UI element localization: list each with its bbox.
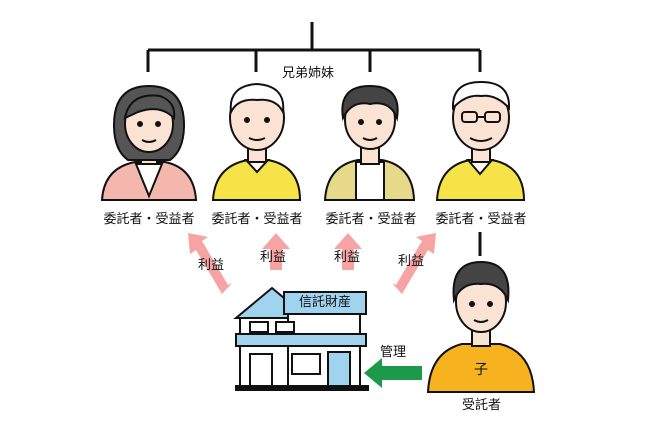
management-arrow [364, 358, 422, 388]
benefit-label-4: 利益 [398, 254, 425, 269]
benefit-label-2: 利益 [260, 250, 287, 265]
trust-property-title: 信託財産 [298, 295, 351, 310]
benefit-label-1: 利益 [198, 258, 225, 273]
management-label: 管理 [380, 345, 407, 360]
man-khaki-icon [323, 84, 416, 201]
young-man-orange-icon [426, 260, 536, 393]
sibling-tree-lines [146, 22, 482, 256]
house-icon [233, 286, 369, 391]
trustee-badge: 子 [474, 362, 488, 378]
benefit-arrow-3 [334, 233, 362, 270]
benefit-arrow-2 [262, 233, 290, 270]
settlor-caption-4: 委託者・受益者 [435, 212, 527, 227]
benefit-label-3: 利益 [334, 250, 361, 265]
benefit-arrow-1 [188, 233, 232, 294]
settlor-caption-2: 委託者・受益者 [211, 212, 303, 227]
woman-pink-icon [100, 84, 198, 201]
benefit-arrows [188, 233, 436, 294]
trustee-caption: 受託者 [462, 398, 502, 413]
old-man-glasses-icon [435, 80, 526, 201]
benefit-arrow-4 [392, 233, 436, 294]
settlor-caption-1: 委託者・受益者 [103, 212, 195, 227]
settlor-caption-3: 委託者・受益者 [325, 212, 417, 227]
sibling-group-label: 兄弟姉妹 [282, 66, 335, 81]
old-man-yellow-icon [211, 82, 302, 201]
